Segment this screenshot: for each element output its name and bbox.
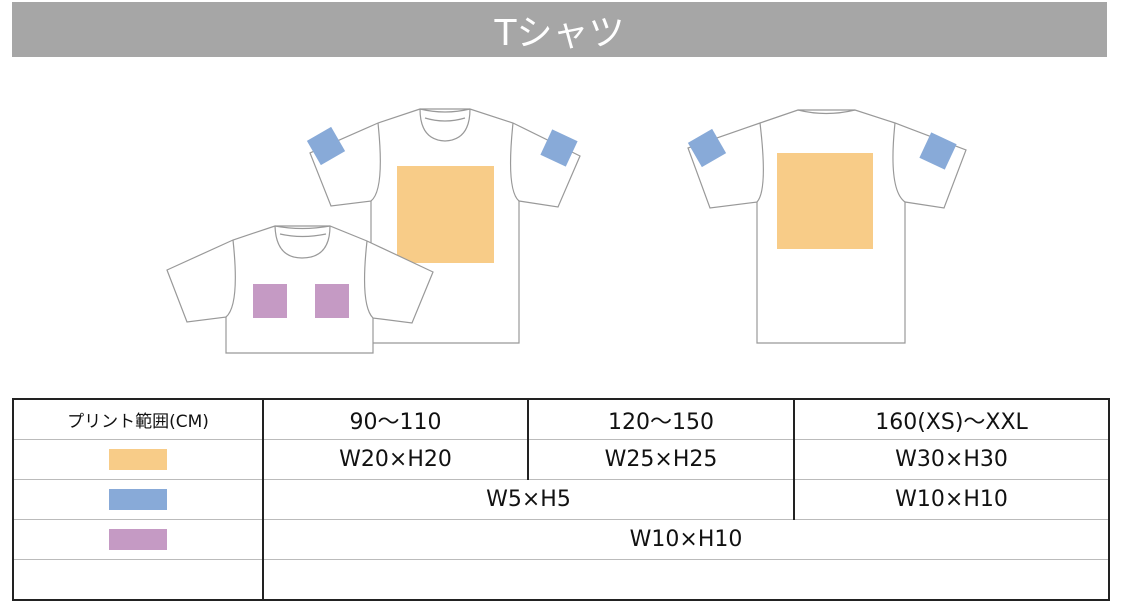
print-size-table: プリント範囲(CM) 90〜110 120〜150 160(XS)〜XXL W2… bbox=[12, 398, 1110, 601]
table-cell: W25×H25 bbox=[528, 439, 795, 480]
size-header: 120〜150 bbox=[528, 399, 795, 440]
front-print-area bbox=[397, 166, 494, 263]
back-tshirt bbox=[687, 109, 967, 344]
tshirt-illustrations bbox=[166, 108, 967, 354]
back-left-sleeve-print-area bbox=[687, 128, 727, 168]
table-cell: W10×H10 bbox=[794, 479, 1109, 520]
chest-print-area-left bbox=[253, 284, 287, 318]
table-cell: W10×H10 bbox=[263, 519, 1109, 560]
header-label: プリント範囲(CM) bbox=[13, 399, 264, 440]
table-row: W5×H5 W10×H10 bbox=[13, 479, 1109, 520]
back-print-area bbox=[777, 153, 873, 249]
chest-print-area-right bbox=[315, 284, 349, 318]
left-sleeve-print-area bbox=[306, 126, 346, 166]
front-tshirt-small bbox=[166, 225, 434, 354]
right-sleeve-print-area bbox=[540, 129, 578, 167]
table-cell: W20×H20 bbox=[263, 439, 529, 480]
page-title: Tシャツ bbox=[12, 2, 1107, 57]
size-header: 160(XS)〜XXL bbox=[875, 409, 1028, 435]
table-cell: W30×H30 bbox=[794, 439, 1109, 480]
table-row: W20×H20 W25×H25 W30×H30 bbox=[13, 439, 1109, 480]
table-row: プリント範囲(CM) 90〜110 120〜150 160(XS)〜XXL bbox=[13, 399, 1109, 440]
size-header: 90〜110 bbox=[263, 399, 529, 440]
table-row bbox=[13, 559, 1109, 600]
chest-color-swatch bbox=[109, 529, 167, 550]
front-color-swatch bbox=[109, 449, 167, 470]
sleeve-color-swatch bbox=[109, 489, 167, 510]
table-row: W10×H10 bbox=[13, 519, 1109, 560]
table-cell: W5×H5 bbox=[263, 479, 795, 520]
back-right-sleeve-print-area bbox=[919, 132, 957, 170]
